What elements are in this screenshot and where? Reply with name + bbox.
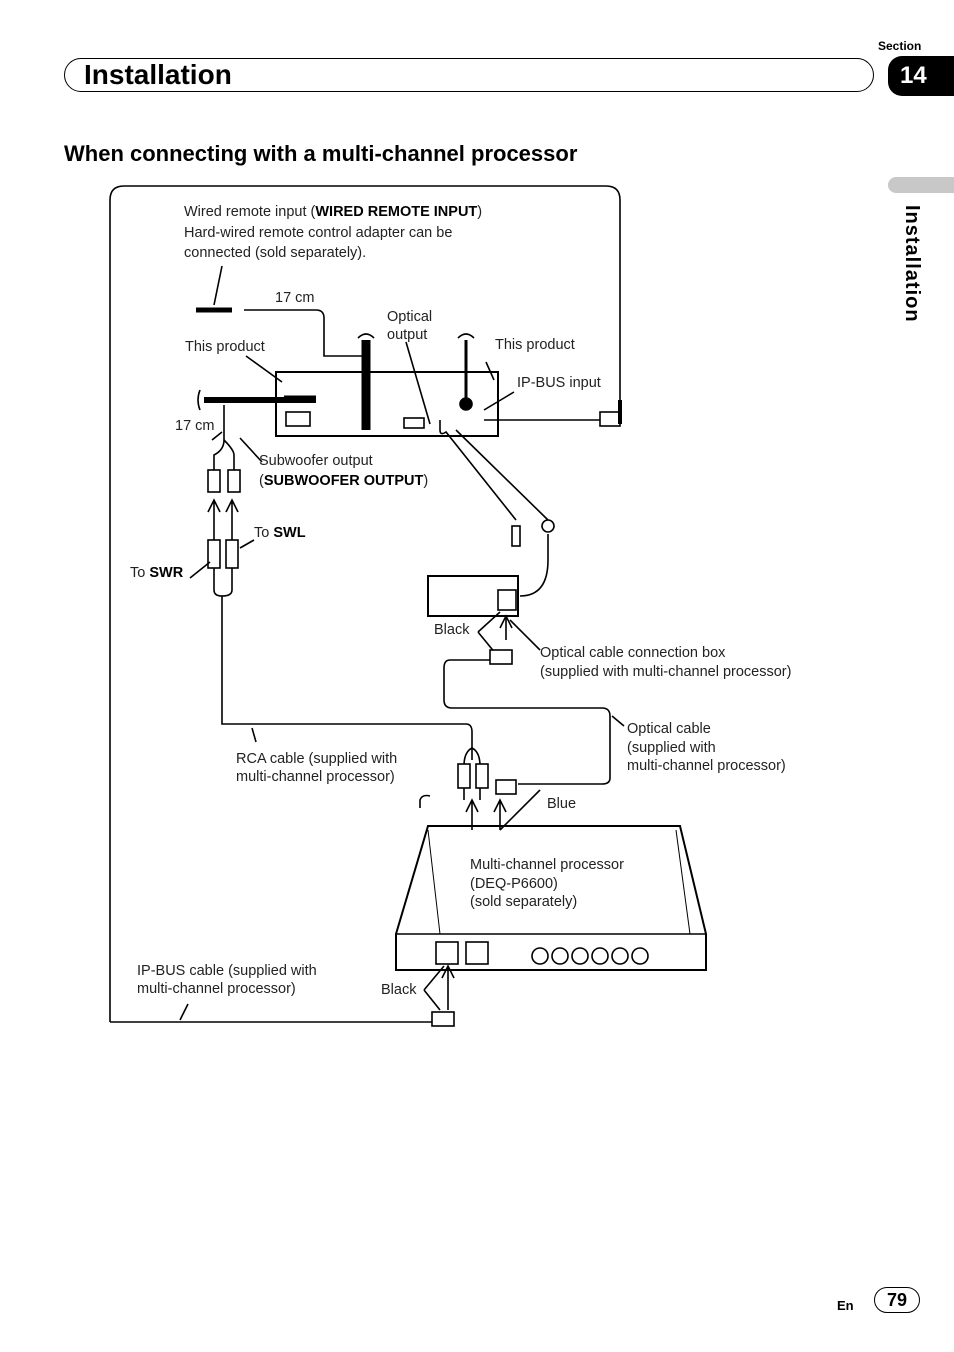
ip-bus-input-label: IP-BUS input <box>517 375 601 391</box>
optical-box-label-1: Optical cable connection box <box>540 645 726 661</box>
section-label: Section <box>878 39 922 53</box>
wired-remote-note-1: Hard-wired remote control adapter can be <box>184 225 453 241</box>
side-tab-label: Installation <box>901 205 923 323</box>
processor-label-2: (DEQ-P6600) <box>470 876 558 892</box>
section-subtitle: When connecting with a multi-channel pro… <box>64 141 578 166</box>
black-label-2: Black <box>381 982 417 998</box>
title-bar <box>64 58 874 92</box>
section-number-badge: 14 <box>888 56 954 96</box>
this-product-left-label: This product <box>185 339 265 355</box>
rca-cable-label-2: multi-channel processor) <box>236 769 395 785</box>
page-number: 79 <box>874 1287 920 1313</box>
subwoofer-output-name: (SUBWOOFER OUTPUT) <box>259 473 429 489</box>
rca-cable-label-1: RCA cable (supplied with <box>236 751 398 767</box>
optical-connection-box <box>427 575 519 617</box>
language-label: En <box>837 1298 854 1313</box>
blue-label: Blue <box>547 796 577 812</box>
optical-output-label-1: Optical <box>387 309 433 325</box>
cable-length-left: 17 cm <box>175 418 215 434</box>
optical-cable-label-3: multi-channel processor) <box>627 758 786 774</box>
processor-label-box <box>459 851 662 919</box>
ipbus-cable-label-2: multi-channel processor) <box>137 981 296 997</box>
optical-cable-label-1: Optical cable <box>627 721 711 737</box>
ipbus-cable-label-1: IP-BUS cable (supplied with <box>137 963 317 979</box>
optical-output-label-2: output <box>387 327 428 343</box>
optical-box-label-2: (supplied with multi-channel processor) <box>540 664 792 680</box>
wired-remote-label: Wired remote input (WIRED REMOTE INPUT) <box>184 204 483 220</box>
to-swl-label: To SWL <box>254 525 306 541</box>
side-tab-marker <box>888 177 954 193</box>
optical-cable-label-2: (supplied with <box>627 740 716 756</box>
cable-length-top: 17 cm <box>275 290 315 306</box>
black-label-1: Black <box>434 622 470 638</box>
this-product-right-label: This product <box>495 337 575 353</box>
subwoofer-output-label: Subwoofer output <box>259 453 373 469</box>
processor-label-1: Multi-channel processor <box>470 857 624 873</box>
page-title: Installation <box>84 59 232 90</box>
to-swr-label: To SWR <box>130 565 184 581</box>
ipbus-loop-line <box>109 185 621 1022</box>
processor-label-3: (sold separately) <box>470 894 578 910</box>
wired-remote-note-2: connected (sold separately). <box>184 245 367 261</box>
